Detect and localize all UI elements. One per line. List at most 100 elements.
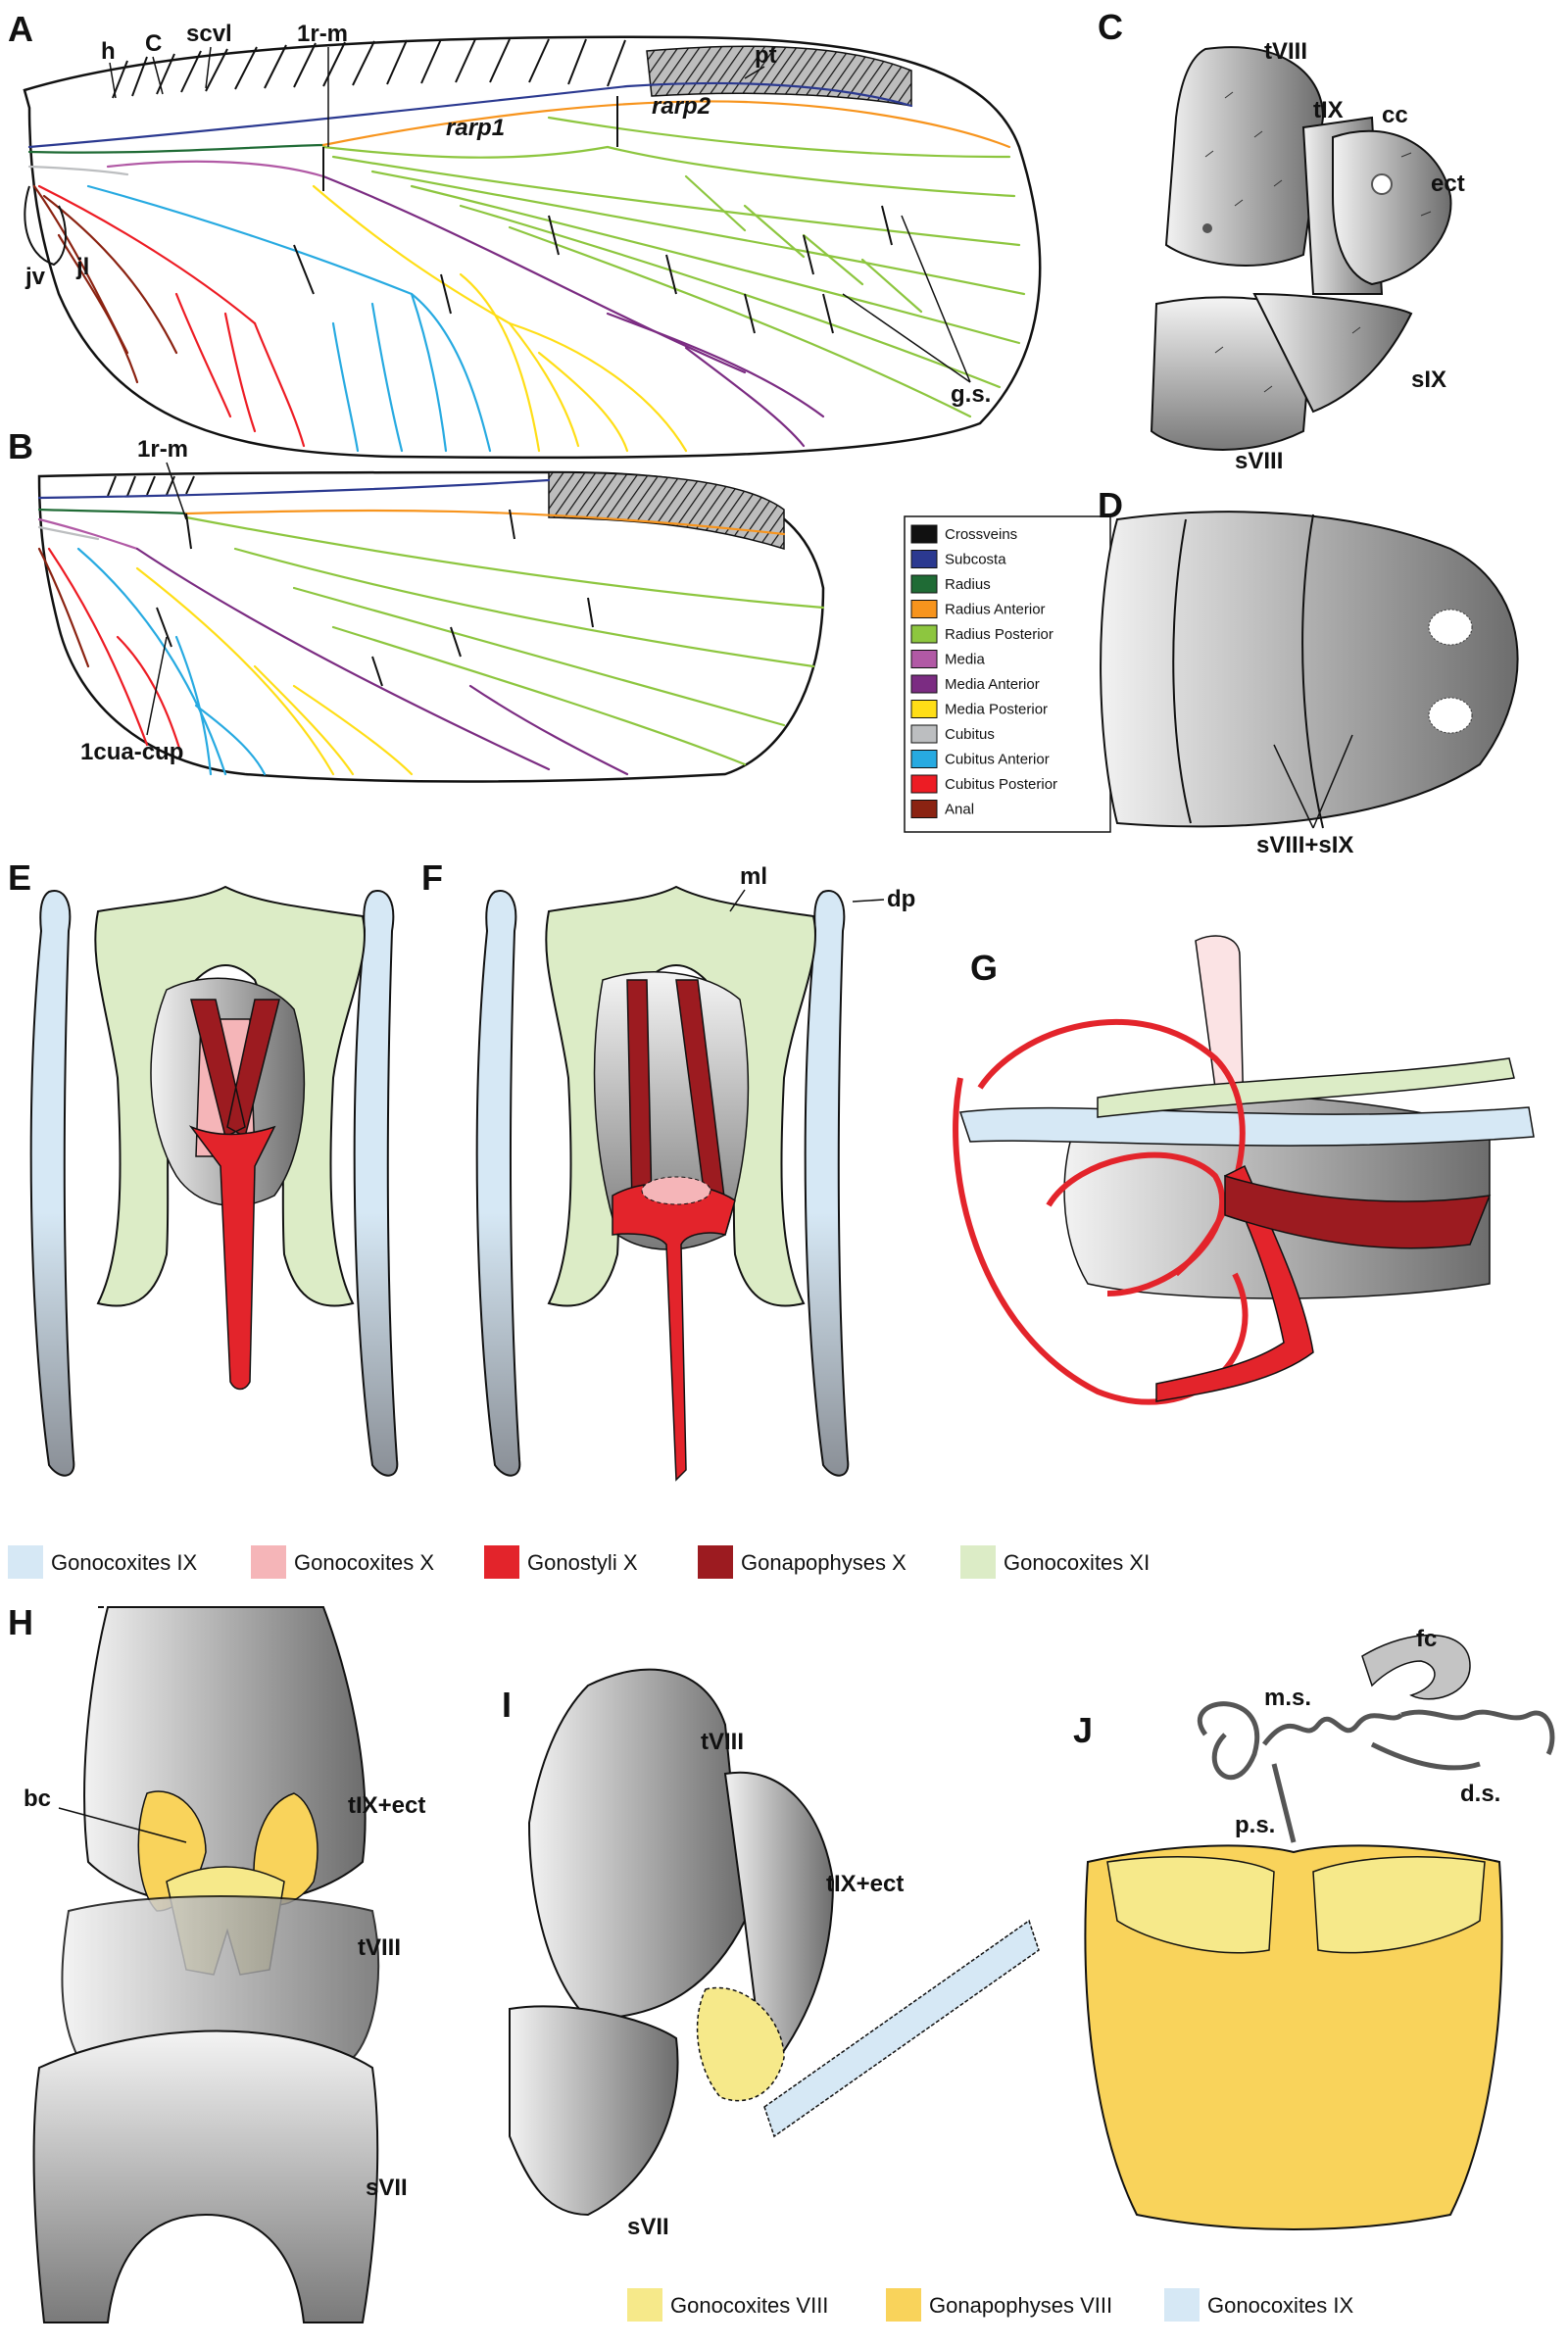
d-segment-line bbox=[1172, 518, 1192, 824]
crossveins bbox=[293, 96, 893, 334]
legend-label: Crossveins bbox=[945, 526, 1017, 543]
f-gonocoxite-ix-right bbox=[804, 890, 850, 1477]
e-gonostyli-x bbox=[188, 1125, 276, 1391]
panel-letter-e: E bbox=[8, 857, 31, 898]
key-swatch bbox=[960, 1545, 996, 1579]
label-1r-m-a: 1r-m bbox=[297, 21, 348, 47]
legend-label: Media Anterior bbox=[945, 676, 1040, 693]
label-leaders-d bbox=[1273, 734, 1353, 829]
label-1cua-cup: 1cua-cup bbox=[80, 739, 183, 765]
legend-swatch bbox=[910, 700, 938, 718]
c-cercal-callus bbox=[1371, 173, 1393, 195]
j-gonocoxite-viii bbox=[1106, 1856, 1486, 1954]
label-c-cc: cc bbox=[1382, 102, 1408, 128]
label-leaders-f bbox=[729, 889, 885, 912]
label-i-svii: sVII bbox=[627, 2214, 669, 2240]
key-swatch bbox=[251, 1545, 286, 1579]
panel-letter-b: B bbox=[8, 426, 33, 466]
key-label: Gonocoxites IX bbox=[51, 1550, 198, 1575]
panel-c: C tVIII tIX cc ect sIX sVIII bbox=[1098, 7, 1465, 474]
label-j-ms: m.s. bbox=[1264, 1685, 1311, 1711]
legend-swatch bbox=[910, 550, 938, 568]
g-gonapophyses-x bbox=[1224, 1174, 1492, 1249]
costal-crossveins bbox=[112, 38, 626, 99]
legend-label: Media bbox=[945, 652, 986, 668]
radius-anterior-vein bbox=[321, 100, 1011, 149]
f-gonocoxite-x bbox=[641, 1176, 711, 1205]
subcosta-vein bbox=[27, 81, 913, 149]
label-j-ps: p.s. bbox=[1235, 1812, 1275, 1838]
label-i-tviii: tVIII bbox=[701, 1729, 744, 1755]
legend-label: Radius Posterior bbox=[945, 626, 1054, 643]
i-tergite-ix-ect bbox=[723, 1771, 835, 2080]
f-gonostyli-x bbox=[612, 1182, 736, 1482]
label-leaders-a bbox=[109, 46, 971, 383]
legend-label: Subcosta bbox=[945, 552, 1006, 568]
legend-swatch bbox=[910, 774, 938, 794]
label-f-ml: ml bbox=[740, 863, 767, 890]
cubitus-posterior-veins bbox=[37, 184, 306, 448]
label-j-ds: d.s. bbox=[1460, 1781, 1500, 1807]
legend-label: Cubitus bbox=[945, 726, 995, 743]
legend-label: Media Posterior bbox=[945, 702, 1048, 718]
label-c: C bbox=[145, 30, 162, 57]
g-gonocoxite-ix bbox=[958, 1106, 1535, 1147]
key-label: Gonapophyses VIII bbox=[929, 2293, 1112, 2318]
d-setal-field bbox=[1428, 697, 1473, 734]
label-f-dp: dp bbox=[887, 886, 915, 912]
key-label: Gonocoxites IX bbox=[1207, 2293, 1354, 2318]
anal-veins bbox=[32, 184, 178, 384]
label-leader-h-bc bbox=[58, 1807, 187, 1843]
c-ectoproct bbox=[1332, 129, 1452, 286]
key-swatch bbox=[886, 2288, 921, 2322]
label-pt: pt bbox=[755, 42, 777, 69]
panel-i: I tVIII tIX+ect sVII bbox=[502, 1668, 1040, 2240]
legend-swatch bbox=[910, 674, 938, 694]
key-swatch bbox=[8, 1545, 43, 1579]
h-sternite-vii bbox=[32, 2029, 379, 2323]
h-tergite-ix-ect bbox=[83, 1606, 367, 1907]
media-vein bbox=[106, 160, 325, 178]
legend-swatch bbox=[910, 574, 938, 594]
label-c-sviii: sVIII bbox=[1235, 448, 1283, 474]
panel-letter-h: H bbox=[8, 1602, 33, 1642]
panel-letter-c: C bbox=[1098, 7, 1123, 47]
label-d-sviii-six: sVIII+sIX bbox=[1256, 832, 1353, 858]
panel-letter-i: I bbox=[502, 1685, 512, 1725]
label-jv: jv bbox=[24, 264, 46, 290]
label-h-tviii: tVIII bbox=[358, 1934, 401, 1961]
label-1r-m-b: 1r-m bbox=[137, 436, 188, 463]
legend-label: Cubitus Posterior bbox=[945, 776, 1057, 793]
legend-label: Cubitus Anterior bbox=[945, 752, 1050, 768]
legend-swatch bbox=[910, 800, 938, 818]
key-label: Gonocoxites X bbox=[294, 1550, 434, 1575]
label-leaders-b bbox=[146, 462, 187, 736]
forewing-outline bbox=[23, 35, 1042, 460]
key-label: Gonocoxites VIII bbox=[670, 2293, 828, 2318]
legend-label: Radius bbox=[945, 576, 991, 593]
legend-label: Radius Anterior bbox=[945, 602, 1046, 618]
wing-legend-box bbox=[904, 515, 1111, 833]
label-c-six: sIX bbox=[1411, 367, 1446, 393]
label-c-tix: tIX bbox=[1313, 97, 1344, 123]
d-setal-field bbox=[1428, 609, 1473, 646]
radius-vein bbox=[27, 143, 325, 154]
radius-posterior-veins bbox=[321, 116, 1026, 418]
key-swatch bbox=[1164, 2288, 1200, 2322]
panel-letter-j: J bbox=[1073, 1710, 1093, 1750]
key-swatch bbox=[484, 1545, 519, 1579]
label-rarp2: rarp2 bbox=[652, 93, 711, 120]
label-j-fc: fc bbox=[1416, 1626, 1437, 1652]
c-sternite-ix bbox=[1252, 292, 1413, 414]
e-gonocoxite-ix-right bbox=[353, 890, 399, 1477]
f-gonocoxite-ix-left bbox=[475, 890, 521, 1477]
legend-swatch bbox=[910, 524, 938, 544]
c-spiracle bbox=[1202, 223, 1212, 233]
label-h: h bbox=[101, 38, 116, 65]
panel-letter-a: A bbox=[8, 9, 33, 49]
label-c-tviii: tVIII bbox=[1264, 38, 1307, 65]
jugal-lobe bbox=[24, 185, 67, 267]
legend-swatch bbox=[910, 750, 938, 768]
